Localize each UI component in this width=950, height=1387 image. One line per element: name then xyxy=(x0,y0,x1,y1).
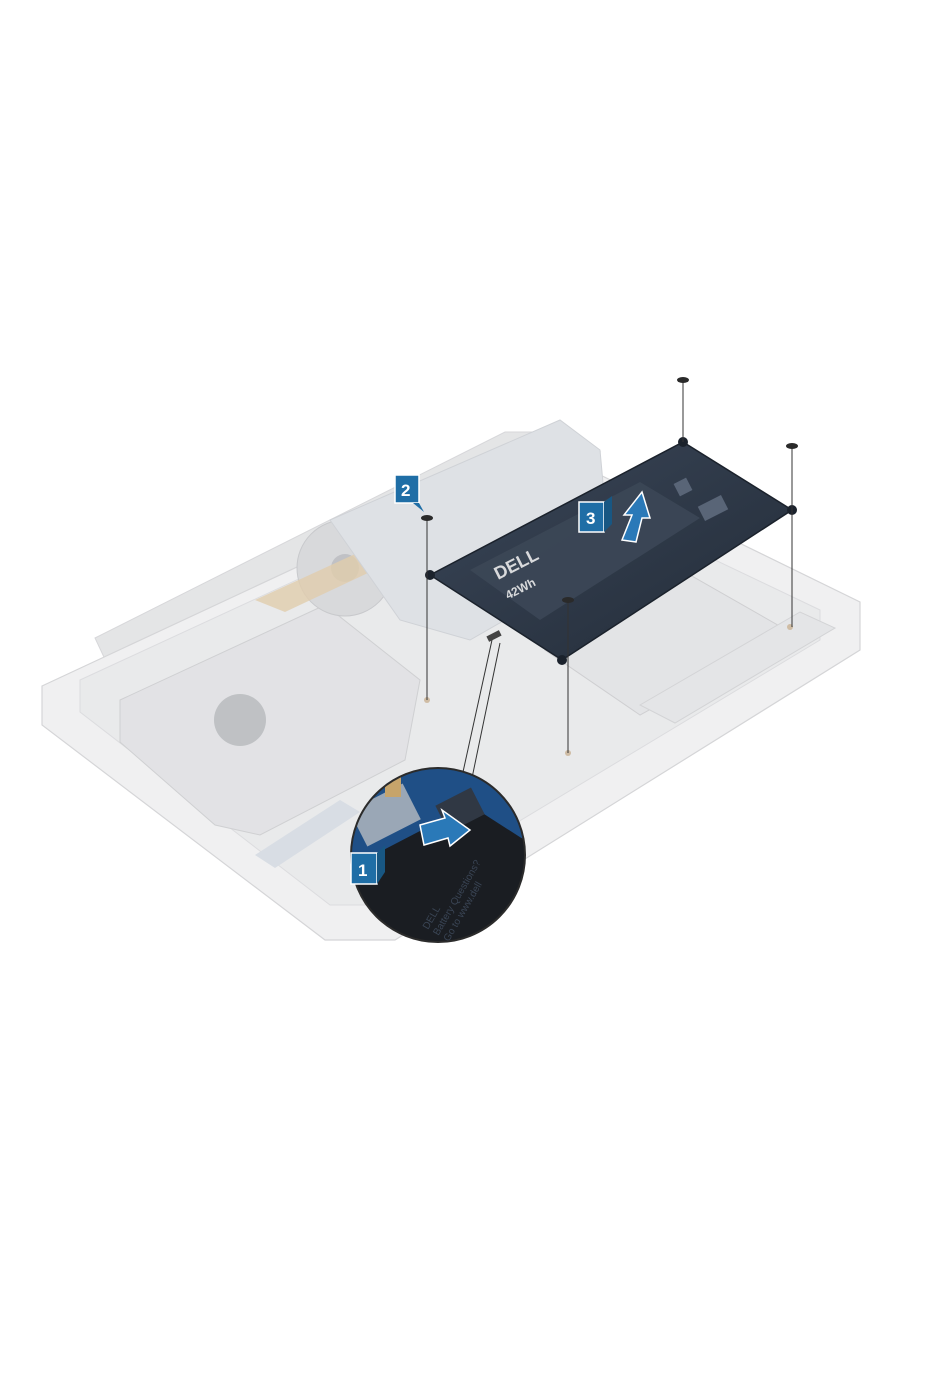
step-badge-3: 3 xyxy=(579,496,612,532)
step-number-3: 3 xyxy=(586,509,595,528)
step-number-1: 1 xyxy=(358,861,367,880)
screw-1 xyxy=(677,377,689,442)
step-number-2: 2 xyxy=(401,481,410,500)
